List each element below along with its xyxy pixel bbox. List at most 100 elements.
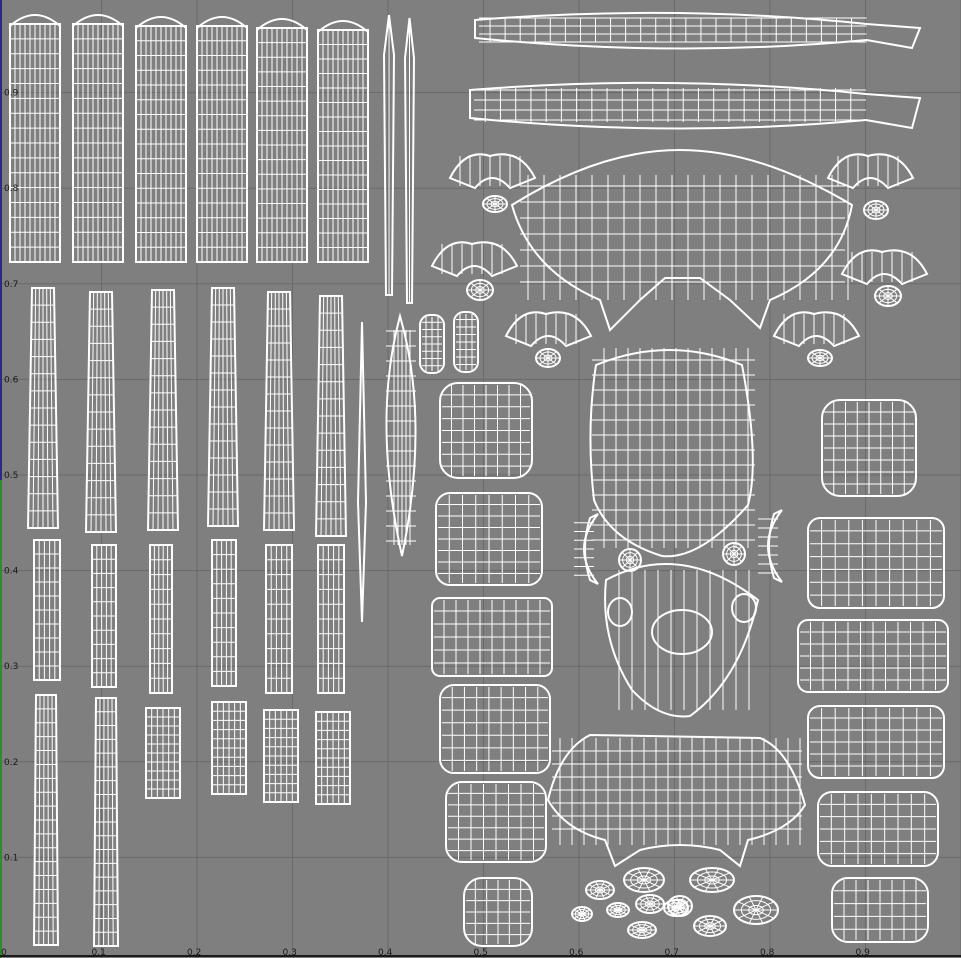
small-blob-shell[interactable] bbox=[466, 279, 494, 301]
tiny-shell[interactable] bbox=[635, 894, 665, 914]
finger-tip-shell[interactable] bbox=[256, 18, 308, 31]
shoulder-shell[interactable] bbox=[772, 311, 861, 348]
finger-tip-shell[interactable] bbox=[196, 16, 248, 29]
limb-mid-shell[interactable] bbox=[211, 539, 237, 687]
toe-shell[interactable] bbox=[145, 707, 181, 799]
limb-mid-shell[interactable] bbox=[265, 544, 293, 694]
needle-shell[interactable] bbox=[356, 321, 368, 623]
small-blob-shell[interactable] bbox=[482, 195, 508, 213]
arm-shell[interactable] bbox=[474, 11, 922, 50]
torso-pad-shell[interactable] bbox=[807, 705, 945, 779]
limb-upper-shell[interactable] bbox=[84, 291, 118, 533]
torso-pad-shell[interactable] bbox=[821, 399, 917, 497]
eye-blob-shell[interactable] bbox=[722, 542, 746, 566]
v-tick-label: 0.6 bbox=[4, 375, 19, 385]
u-tick-label: 0.9 bbox=[856, 948, 871, 958]
torso-pad-shell[interactable] bbox=[797, 619, 949, 693]
u-tick-label: 0.7 bbox=[665, 948, 679, 958]
tiny-shell[interactable] bbox=[693, 915, 727, 937]
u-tick-label: 0.2 bbox=[187, 948, 201, 958]
finger-shell[interactable] bbox=[317, 29, 369, 263]
capsule-shell[interactable] bbox=[453, 311, 479, 373]
finger-tip-shell[interactable] bbox=[9, 14, 61, 27]
limb-lower-shell[interactable] bbox=[92, 697, 120, 947]
toe-shell[interactable] bbox=[211, 701, 247, 795]
limb-lower-shell[interactable] bbox=[32, 694, 60, 946]
v-tick-label: 0.3 bbox=[4, 662, 18, 672]
arm-shell[interactable] bbox=[469, 81, 922, 130]
finger-tip-shell[interactable] bbox=[135, 16, 187, 29]
finger-shell[interactable] bbox=[256, 27, 308, 263]
toe-shell[interactable] bbox=[315, 711, 351, 805]
torso-pad-shell[interactable] bbox=[831, 877, 929, 943]
shoulder-shell[interactable] bbox=[840, 249, 929, 286]
face-shell[interactable] bbox=[604, 563, 760, 718]
limb-upper-shell[interactable] bbox=[314, 295, 348, 537]
tiny-shell[interactable] bbox=[733, 895, 779, 925]
uv-shells[interactable] bbox=[9, 11, 949, 947]
v-tick-label: 0.7 bbox=[4, 280, 18, 290]
sliver-shell[interactable] bbox=[403, 17, 416, 304]
v-tick-label: 0.4 bbox=[4, 567, 19, 577]
torso-pad-shell[interactable] bbox=[807, 517, 945, 609]
small-blob-shell[interactable] bbox=[807, 349, 833, 367]
tiny-shell[interactable] bbox=[689, 867, 735, 893]
tiny-shell[interactable] bbox=[571, 906, 593, 922]
tiny-shell[interactable] bbox=[667, 895, 693, 917]
u-tick-label: 0.6 bbox=[569, 948, 584, 958]
sliver-shell[interactable] bbox=[382, 14, 396, 296]
tiny-shell[interactable] bbox=[606, 902, 630, 918]
finger-shell[interactable] bbox=[9, 23, 61, 263]
tiny-shell[interactable] bbox=[627, 921, 657, 939]
head-shell[interactable] bbox=[589, 348, 755, 558]
u-tick-label: 0.8 bbox=[760, 948, 775, 958]
limb-mid-shell[interactable] bbox=[149, 544, 173, 694]
u-tick-label: 0.4 bbox=[378, 948, 393, 958]
crescent-shell[interactable] bbox=[758, 509, 783, 583]
shoulder-shell[interactable] bbox=[448, 153, 537, 190]
small-blob-shell[interactable] bbox=[874, 285, 902, 307]
v-tick-label: 0.9 bbox=[4, 89, 19, 99]
crescent-shell[interactable] bbox=[574, 513, 599, 585]
finger-tip-shell[interactable] bbox=[72, 14, 124, 27]
limb-mid-shell[interactable] bbox=[317, 544, 345, 694]
finger-tip-shell[interactable] bbox=[317, 20, 369, 33]
limb-upper-shell[interactable] bbox=[146, 289, 180, 531]
u-tick-label: 0.3 bbox=[283, 948, 297, 958]
limb-upper-shell[interactable] bbox=[206, 287, 240, 527]
tiny-shell[interactable] bbox=[585, 880, 615, 900]
hip-shell[interactable] bbox=[546, 733, 807, 868]
torso-pad-shell[interactable] bbox=[431, 597, 553, 677]
lens-shell[interactable] bbox=[385, 312, 417, 557]
capsule-shell[interactable] bbox=[419, 314, 445, 374]
finger-shell[interactable] bbox=[135, 25, 187, 263]
limb-mid-shell[interactable] bbox=[91, 544, 117, 688]
shoulder-shell[interactable] bbox=[826, 153, 915, 190]
eye-blob-shell[interactable] bbox=[618, 548, 642, 572]
limb-mid-shell[interactable] bbox=[33, 539, 61, 681]
v-tick-label: 0.2 bbox=[4, 758, 18, 768]
finger-shell[interactable] bbox=[72, 23, 124, 263]
torso-pad-shell[interactable] bbox=[439, 382, 533, 479]
shoulder-shell[interactable] bbox=[430, 241, 519, 278]
limb-upper-shell[interactable] bbox=[26, 287, 60, 529]
toe-shell[interactable] bbox=[263, 709, 299, 803]
chest-shell[interactable] bbox=[510, 148, 854, 332]
finger-shell[interactable] bbox=[196, 25, 248, 263]
limb-upper-shell[interactable] bbox=[262, 291, 296, 531]
torso-pad-shell[interactable] bbox=[435, 492, 543, 586]
small-blob-shell[interactable] bbox=[535, 348, 561, 368]
torso-pad-shell[interactable] bbox=[439, 684, 551, 774]
v-tick-label: 0.5 bbox=[4, 471, 18, 481]
u-tick-label: 0.1 bbox=[92, 948, 106, 958]
torso-pad-shell[interactable] bbox=[463, 877, 533, 947]
small-blob-shell[interactable] bbox=[863, 200, 889, 220]
torso-pad-shell[interactable] bbox=[445, 781, 547, 863]
shoulder-shell[interactable] bbox=[504, 311, 593, 348]
torso-pad-shell[interactable] bbox=[817, 791, 939, 867]
tiny-shell[interactable] bbox=[623, 867, 665, 893]
